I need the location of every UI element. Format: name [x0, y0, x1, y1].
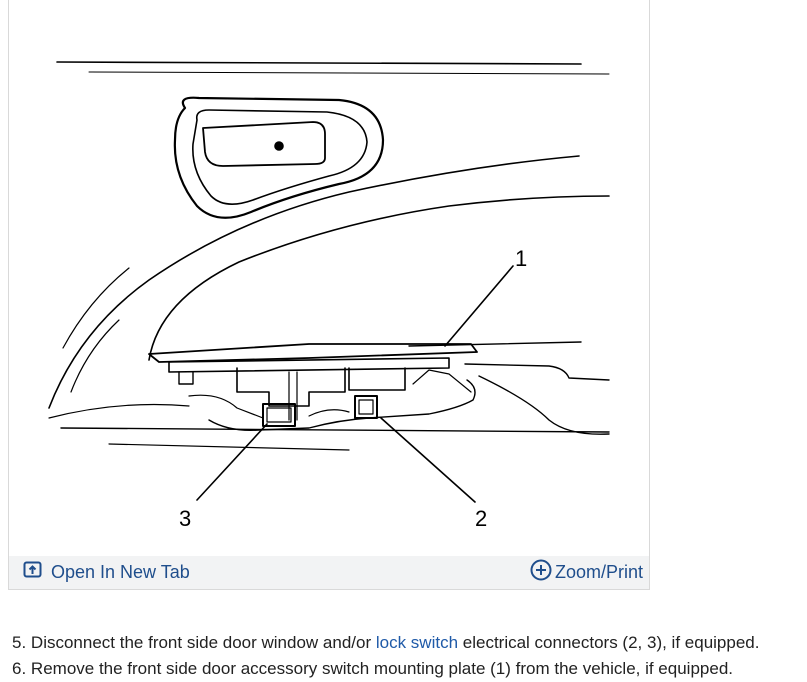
step-number: 6. [12, 659, 27, 678]
figure-container: 1 2 3 Open In New Tab Zoom/Print [8, 0, 650, 590]
door-switch-diagram: 1 2 3 [48, 61, 610, 531]
lock-switch-link[interactable]: lock switch [375, 633, 459, 652]
zoom-print-button[interactable]: Zoom/Print [530, 559, 643, 586]
step-text: Disconnect the front side door window an… [30, 633, 376, 652]
step-text: electrical connectors (2, 3), if equippe… [458, 633, 760, 652]
open-in-new-tab-label: Open In New Tab [51, 562, 190, 582]
step-5: 5. Disconnect the front side door window… [12, 630, 807, 656]
zoom-plus-icon [530, 559, 552, 586]
figure-toolbar: Open In New Tab Zoom/Print [9, 556, 649, 589]
procedure-steps: 5. Disconnect the front side door window… [12, 630, 807, 682]
callout-3: 3 [179, 506, 191, 531]
step-number: 5. [12, 633, 27, 652]
step-text: Remove the front side door accessory swi… [30, 659, 733, 678]
open-in-new-tab-button[interactable]: Open In New Tab [23, 561, 190, 584]
step-6: 6. Remove the front side door accessory … [12, 656, 807, 682]
zoom-print-label: Zoom/Print [554, 562, 643, 582]
callout-1: 1 [515, 246, 527, 271]
callout-2: 2 [475, 506, 487, 531]
open-in-new-tab-icon [23, 561, 43, 584]
